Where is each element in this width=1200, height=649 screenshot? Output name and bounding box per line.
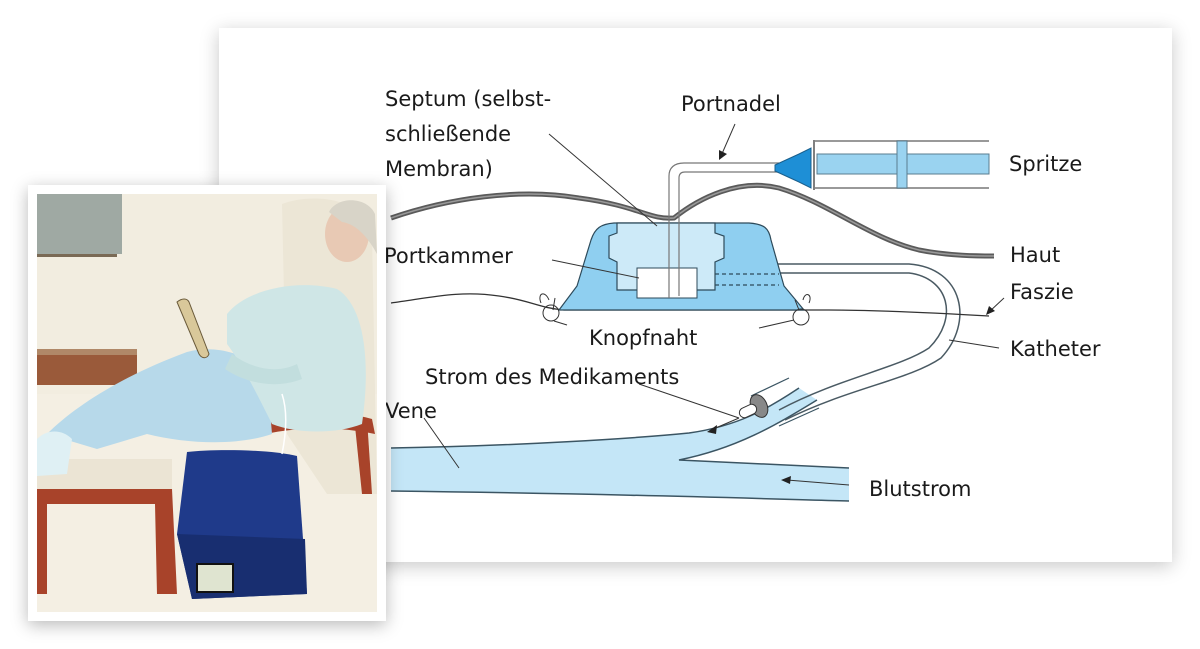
label-septum-3: Membran): [385, 157, 493, 181]
label-septum-2: schließende: [385, 122, 512, 146]
leader-knopfnaht-right: [758, 319, 795, 329]
leader-medikament: [638, 383, 740, 419]
photo-illustration: [37, 194, 377, 612]
leader-katheter: [948, 339, 1000, 349]
leader-portkammer: [551, 259, 640, 279]
catheter-tube: [764, 272, 948, 411]
label-katheter: Katheter: [1010, 337, 1101, 361]
woman-pants: [47, 349, 272, 449]
syringe: [774, 140, 990, 190]
port-needle: [668, 162, 779, 298]
book: [176, 298, 210, 359]
wall-picture: [37, 194, 122, 254]
bag-label: [196, 563, 234, 593]
knopfnaht-stitch-left: [539, 293, 560, 322]
diagram-illustration: [390, 123, 1005, 502]
infusion-line: [281, 393, 287, 455]
arrow-portnadel: [720, 123, 736, 157]
woman-sweater: [227, 285, 366, 432]
leader-knopfnaht-left: [553, 320, 568, 326]
label-spritze: Spritze: [1009, 152, 1083, 176]
label-strom-des-medikaments: Strom des Medikaments: [425, 365, 680, 389]
label-portnadel: Portnadel: [681, 92, 781, 116]
vein-shape: [391, 388, 849, 501]
leader-septum: [548, 133, 658, 227]
label-portkammer: Portkammer: [384, 244, 513, 268]
knopfnaht-stitch-right: [792, 294, 811, 326]
label-haut: Haut: [1010, 243, 1061, 267]
label-blutstrom: Blutstrom: [869, 477, 972, 501]
label-vene: Vene: [385, 399, 437, 423]
label-faszie: Faszie: [1010, 280, 1074, 304]
patient-photo: [28, 185, 386, 621]
label-knopfnaht: Knopfnaht: [589, 326, 698, 350]
leader-vene: [423, 417, 460, 469]
woman-hair: [329, 200, 377, 254]
fascia-line: [390, 293, 990, 317]
label-septum-1: Septum (selbst-: [385, 87, 552, 111]
arrow-blutstrom: [786, 479, 850, 486]
